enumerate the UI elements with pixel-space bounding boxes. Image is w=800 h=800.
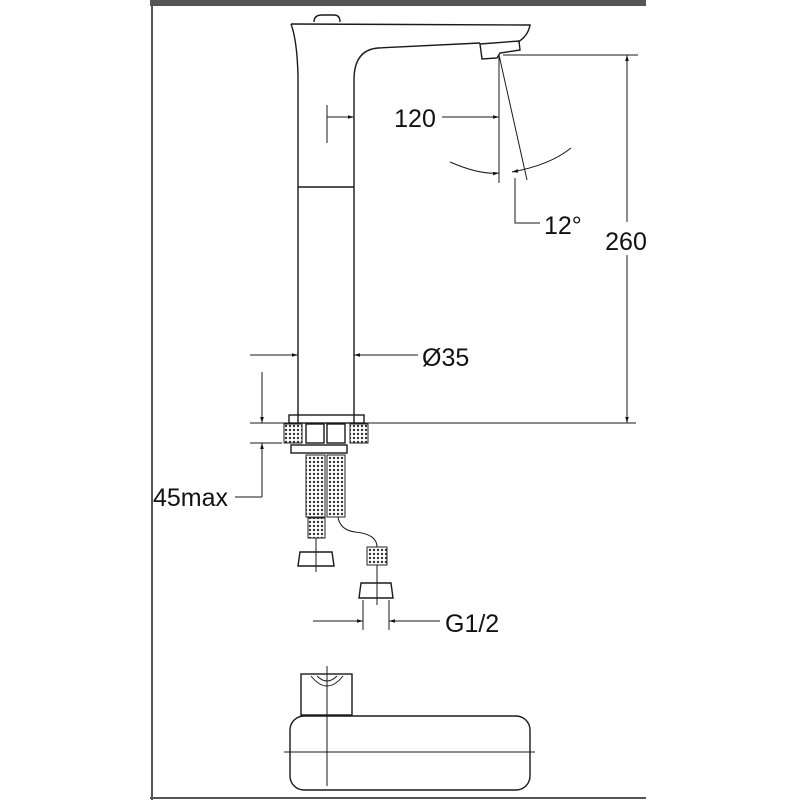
faucet-side-view (290, 14, 531, 424)
faucet-top-view (284, 666, 535, 791)
handle-lever (313, 14, 341, 23)
nut-right (358, 582, 394, 599)
dim-120-label: 120 (394, 105, 436, 133)
nut-left (297, 551, 335, 567)
dimension-connection: G1/2 (313, 600, 499, 638)
dim-g12-label: G1/2 (445, 610, 499, 638)
dimension-spout-angle: 12° (449, 54, 582, 240)
dim-12deg-label: 12° (544, 212, 582, 240)
hose-left (305, 454, 326, 518)
drawing-frame (150, 0, 646, 800)
dimension-spout-reach: 120 (326, 55, 500, 183)
dimension-height: 260 (503, 54, 647, 423)
aerator (479, 40, 521, 60)
dim-260-label: 260 (605, 228, 647, 256)
dimension-counter-thickness: 45max (153, 372, 282, 512)
dim-45max-label: 45max (153, 484, 229, 512)
dimension-diameter: Ø35 (250, 344, 469, 372)
dim-diameter-label: Ø35 (422, 344, 469, 372)
hose-right (326, 454, 346, 518)
mounting-assembly (250, 414, 636, 605)
